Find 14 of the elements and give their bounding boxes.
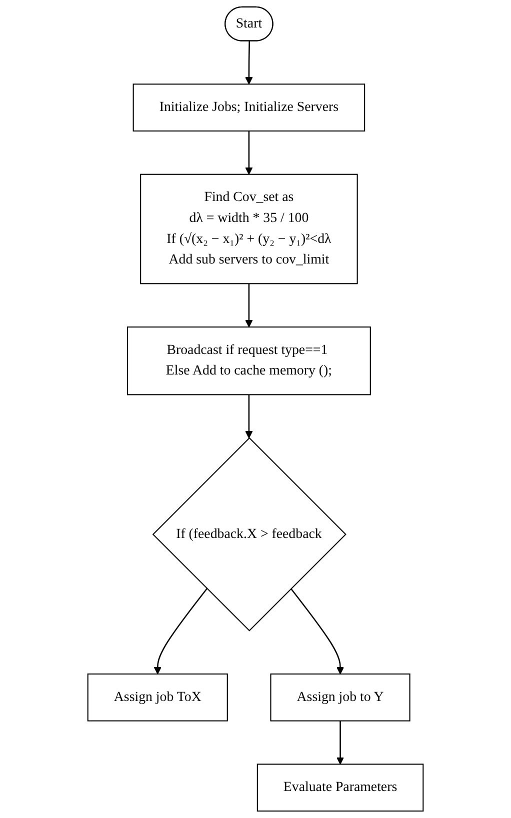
arrow bbox=[245, 284, 253, 328]
node-box bbox=[132, 84, 366, 132]
arrow bbox=[245, 130, 253, 175]
arrow bbox=[154, 588, 208, 674]
arrow bbox=[336, 720, 344, 765]
node-box bbox=[87, 674, 228, 722]
node-box bbox=[256, 764, 424, 812]
node-box bbox=[270, 674, 410, 722]
arrow bbox=[245, 394, 253, 438]
arrow bbox=[290, 588, 344, 674]
node-diamond bbox=[152, 437, 346, 632]
node-box bbox=[140, 174, 358, 284]
arrow bbox=[245, 41, 253, 84]
node-box bbox=[127, 326, 371, 396]
